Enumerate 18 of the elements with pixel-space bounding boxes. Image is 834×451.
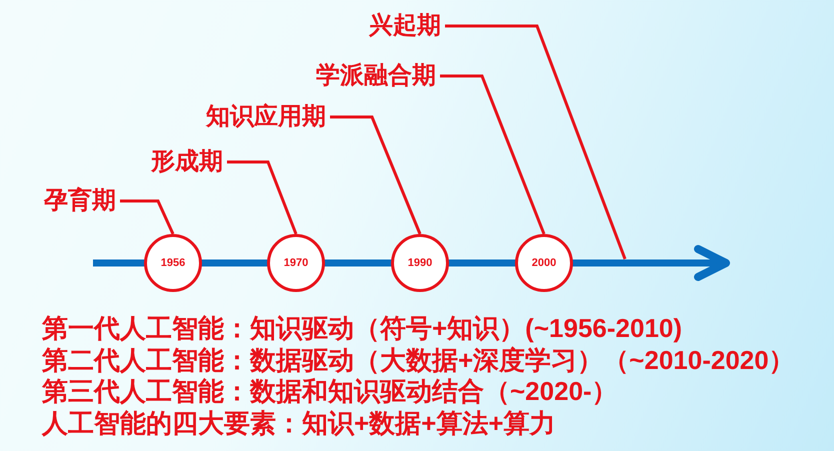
period-label: 学派融合期 bbox=[316, 62, 440, 90]
note-text: 第一代人工智能：知识驱动（符号+知识）(~1956-2010) bbox=[42, 313, 682, 343]
note-text: 人工智能的四大要素：知识+数据+算法+算力 bbox=[42, 408, 556, 438]
year-label: 1956 bbox=[160, 256, 186, 270]
year-label: 1990 bbox=[408, 256, 432, 270]
period-label: 知识应用期 bbox=[206, 103, 330, 131]
period-label: 兴起期 bbox=[369, 12, 445, 40]
period-label: 形成期 bbox=[151, 148, 227, 176]
leader-line bbox=[120, 200, 174, 235]
leader-line bbox=[445, 24, 626, 260]
year-label: 1970 bbox=[284, 256, 308, 270]
leader-line bbox=[330, 116, 422, 235]
note-text: 第三代人工智能：数据和知识驱动结合（~2020-） bbox=[42, 376, 618, 406]
year-label: 2000 bbox=[532, 256, 556, 270]
period-label: 孕育期 bbox=[44, 187, 120, 215]
note-text: 第二代人工智能：数据驱动（大数据+深度学习）（~2010-2020） bbox=[42, 344, 795, 375]
leader-line bbox=[227, 160, 298, 235]
leader-line bbox=[440, 74, 546, 235]
